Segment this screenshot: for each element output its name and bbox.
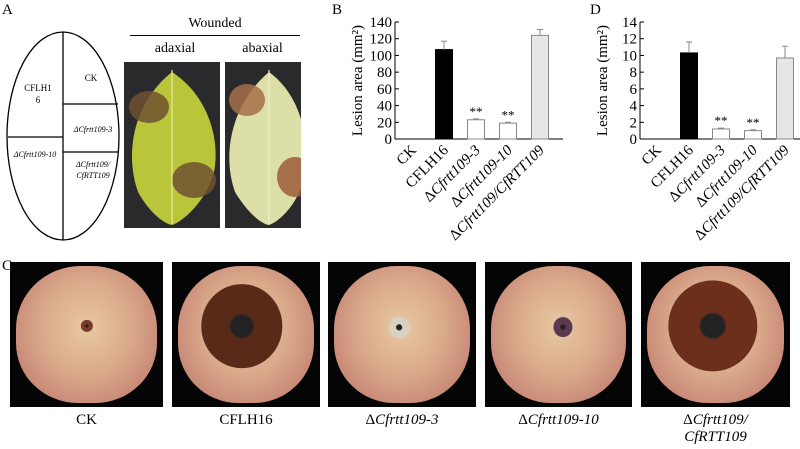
panel-label-c: C [2, 258, 13, 274]
significance-mark: ** [502, 107, 515, 122]
y-tick-label: 40 [377, 99, 392, 115]
adaxial-label: adaxial [154, 41, 196, 56]
y-tick-label: 10 [622, 48, 637, 64]
y-tick-label: 2 [630, 115, 638, 131]
apple-label: CFLH16 [219, 412, 273, 428]
lesion [80, 319, 93, 332]
y-tick-label: 140 [370, 15, 393, 31]
significance-mark: ** [470, 104, 483, 119]
y-tick-label: 0 [630, 132, 638, 148]
bar [712, 128, 730, 140]
diagram-comp-1: ΔCfrtt109/ [75, 160, 111, 169]
apple-fruit [16, 266, 157, 403]
y-tick-label: 8 [630, 65, 638, 81]
y-tick-label: 4 [630, 99, 638, 115]
panel-label-b: B [332, 2, 343, 18]
header-rule [130, 35, 300, 36]
diagram-comp-2: CfRTT109 [76, 171, 110, 180]
diagram-d10: ΔCfrtt109-10 [13, 150, 57, 159]
significance-mark: ** [715, 113, 728, 128]
apple-label: ΔCfrtt109-3 [365, 412, 439, 428]
panel-label-d: D [590, 2, 601, 18]
y-axis-label: Lesion area (mm²) [595, 25, 611, 136]
apple-photo [172, 262, 320, 407]
apple-photo [641, 262, 790, 407]
y-tick-label: 20 [377, 115, 392, 131]
bar [744, 130, 762, 140]
x-tick-label: CK [639, 142, 665, 168]
diagram-ck: CK [84, 73, 98, 83]
apple-photo [485, 262, 632, 407]
apple-label: ΔCfrtt109/CfRTT109 [683, 412, 748, 445]
y-tick-label: 100 [370, 48, 393, 64]
lesion [388, 316, 410, 338]
bar [499, 122, 517, 140]
apple-label: ΔCfrtt109-10 [518, 412, 599, 428]
leaf-photo-adaxial [124, 62, 220, 228]
y-axis-label: Lesion area (mm²) [350, 25, 366, 136]
y-tick-label: 80 [377, 65, 392, 81]
y-tick-label: 6 [630, 82, 638, 98]
bar [680, 52, 698, 140]
diagram-cflh16: CFLH1 6 [24, 83, 52, 105]
y-tick-label: 0 [385, 132, 393, 148]
y-tick-label: 120 [370, 32, 393, 48]
panel-label-a: A [2, 2, 13, 18]
bar [435, 49, 453, 140]
lesion [200, 283, 283, 368]
apple-photo [328, 262, 476, 407]
significance-mark: ** [747, 115, 760, 130]
apple-label: CK [76, 412, 97, 428]
y-tick-label: 12 [622, 32, 637, 48]
leaf-diagram [6, 31, 120, 241]
lesion [667, 280, 758, 372]
y-tick-label: 60 [377, 82, 392, 98]
y-tick-label: 14 [622, 15, 638, 31]
lesion [553, 317, 573, 338]
wounded-header: Wounded [188, 16, 242, 31]
x-tick-label: CK [394, 142, 420, 168]
bar [531, 34, 549, 140]
bar [467, 119, 485, 140]
diagram-d3: ΔCfrtt109-3 [73, 125, 113, 134]
bar [776, 57, 794, 140]
leaf-photo-abaxial [225, 62, 301, 228]
abaxial-label: abaxial [242, 41, 283, 56]
apple-photo [10, 262, 163, 407]
